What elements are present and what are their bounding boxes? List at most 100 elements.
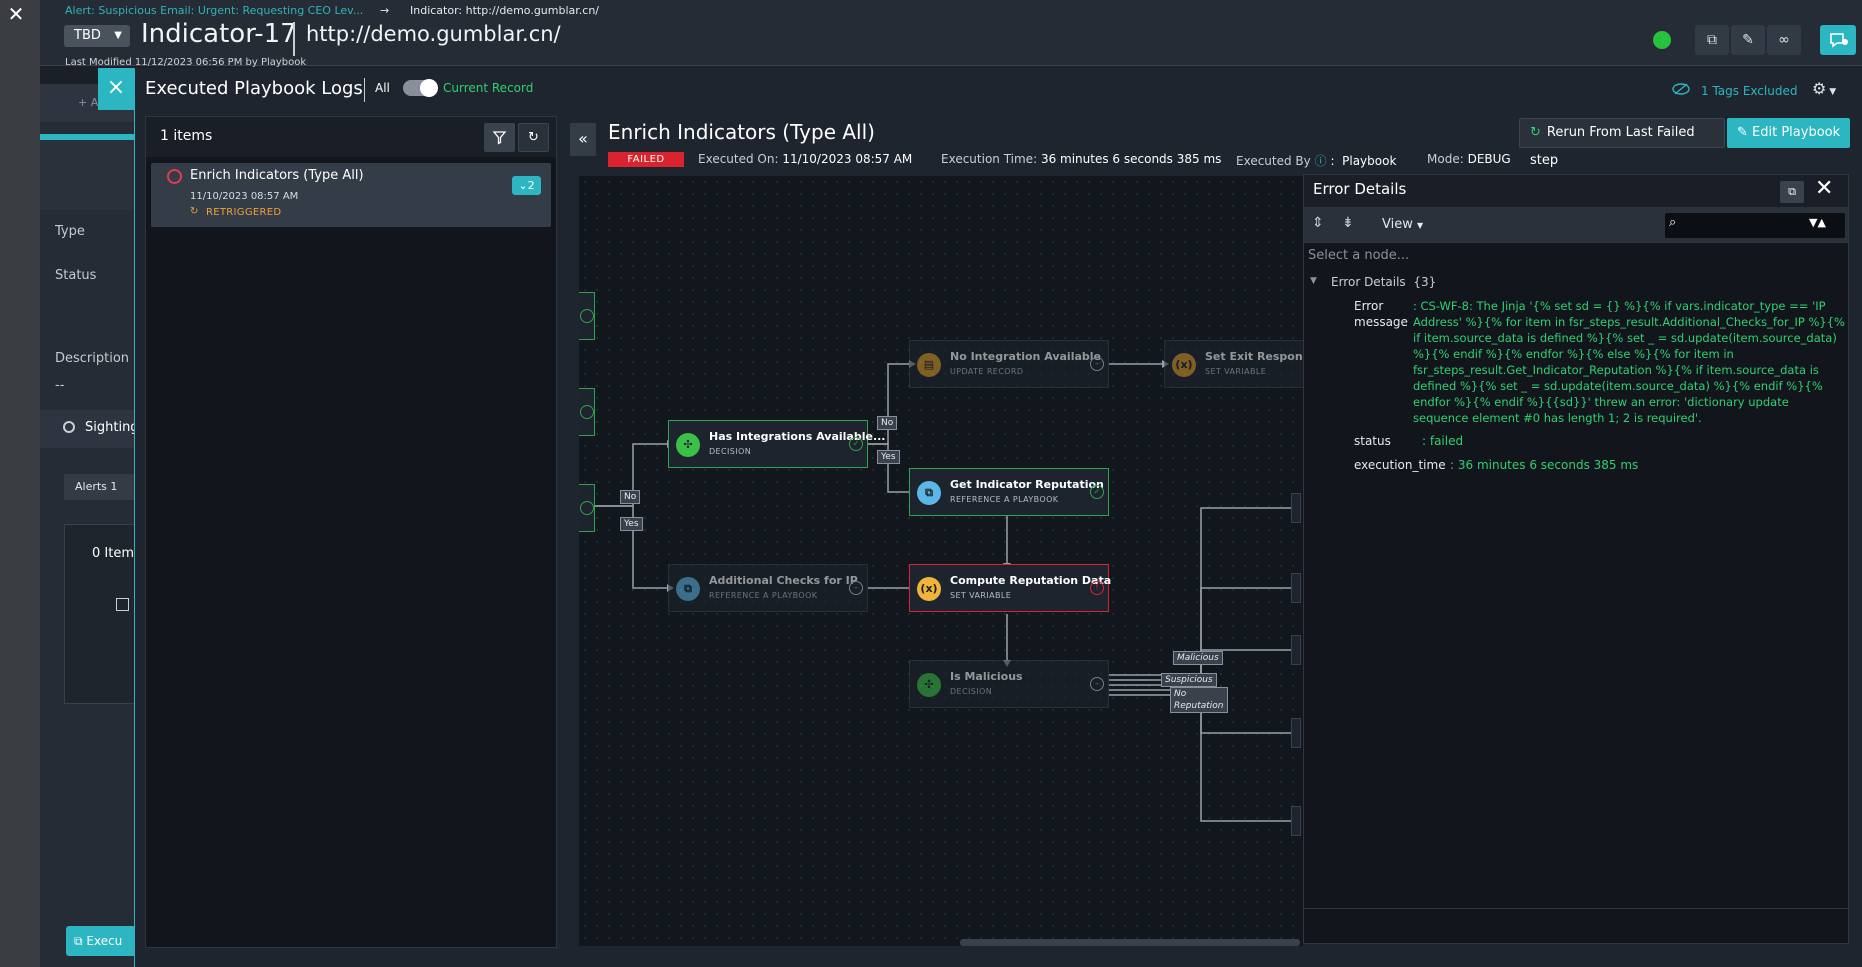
set-variable-icon: (x): [1172, 353, 1196, 377]
node-compute-reputation-data[interactable]: (x) Compute Reputation Data SET VARIABLE…: [909, 564, 1111, 612]
tbd-dropdown[interactable]: TBD▼: [64, 25, 130, 47]
breadcrumb-indicator: Indicator: http://demo.gumblar.cn/: [410, 4, 599, 17]
divider: [293, 22, 295, 56]
expand-all-icon[interactable]: ⇕: [1312, 215, 1324, 231]
execute-button[interactable]: ⧉ Execu: [66, 926, 136, 956]
edge-label-no: No: [620, 490, 641, 504]
filter-button[interactable]: [484, 123, 515, 152]
failed-status-icon: [167, 169, 182, 184]
link-button[interactable]: ∞: [1767, 25, 1801, 55]
type-label: Type: [55, 224, 85, 239]
chat-button[interactable]: [1820, 25, 1856, 55]
playbook-canvas[interactable]: [579, 176, 1303, 946]
reference-playbook-icon: ⧉: [676, 577, 700, 601]
execution-time-label: Execution Time:: [941, 152, 1038, 166]
settings-dropdown[interactable]: ⚙ ▼: [1812, 79, 1836, 98]
edit-button[interactable]: ✎: [1731, 25, 1765, 55]
playbook-tree-button[interactable]: ⧉: [1695, 25, 1729, 55]
edge-label-no: No: [877, 416, 898, 430]
set-variable-icon: (x): [917, 577, 941, 601]
node-stub[interactable]: [1291, 718, 1301, 748]
refresh-button[interactable]: ↻: [518, 123, 549, 152]
eye-slash-icon: [1672, 83, 1690, 98]
collapse-panel-button[interactable]: «: [570, 123, 596, 156]
alerts-count: 1: [110, 480, 118, 493]
log-item-title: Enrich Indicators (Type All): [190, 168, 364, 183]
record-accent-bar: [40, 134, 136, 140]
view-dropdown[interactable]: View ▼: [1382, 217, 1423, 232]
select-node-placeholder: Select a node...: [1308, 248, 1410, 263]
node-title: Set Exit Response: [1205, 350, 1317, 363]
node-type: UPDATE RECORD: [950, 367, 1024, 376]
edge-label-malicious: Malicious: [1173, 651, 1223, 665]
executed-by: Executed By ⓘ : Playbook: [1236, 152, 1396, 169]
node-type: SET VARIABLE: [1205, 367, 1267, 376]
sightings-section[interactable]: [40, 410, 136, 448]
divider: [364, 78, 365, 102]
search-icon: ⌕: [1669, 215, 1677, 230]
select-all-checkbox[interactable]: [116, 598, 129, 611]
status-value: : failed: [1422, 434, 1464, 448]
mode-label: Mode:: [1427, 152, 1464, 166]
node-type: REFERENCE A PLAYBOOK: [709, 591, 818, 600]
error-details-tree-node[interactable]: Error Details {3}: [1331, 275, 1436, 289]
pencil-icon: ✎: [1737, 125, 1753, 140]
node-get-indicator-reputation[interactable]: ⧉ Get Indicator Reputation REFERENCE A P…: [909, 468, 1109, 516]
playbook-title: Enrich Indicators (Type All): [608, 120, 875, 144]
edge-label-suspicious: Suspicious: [1161, 673, 1217, 687]
node-type: DECISION: [709, 447, 752, 456]
failed-icon: !: [1090, 581, 1104, 595]
edit-playbook-button[interactable]: ✎ Edit Playbook: [1727, 118, 1850, 148]
search-input[interactable]: [1665, 213, 1845, 238]
breadcrumb-alert[interactable]: Alert: Suspicious Email: Urgent: Request…: [65, 4, 364, 17]
tree-toggle-icon[interactable]: ▼: [1310, 276, 1317, 286]
log-item-date: 11/10/2023 08:57 AM: [190, 191, 299, 202]
node-has-integrations-available[interactable]: ✣ Has Integrations Available... DECISION…: [668, 420, 885, 468]
status-badge: FAILED: [608, 152, 684, 167]
canvas-horizontal-scrollbar[interactable]: [960, 939, 1300, 946]
node-stub[interactable]: [1291, 806, 1301, 836]
close-icon[interactable]: ✕: [7, 2, 25, 26]
copy-button[interactable]: ⧉: [1780, 181, 1804, 203]
node-stub[interactable]: [1291, 635, 1301, 665]
view-label: View: [1382, 217, 1413, 232]
log-list-item[interactable]: [151, 163, 551, 227]
node-additional-checks-for-ip[interactable]: ⧉ Additional Checks for IP REFERENCE A P…: [668, 564, 868, 612]
link-icon: ∞: [1778, 32, 1790, 48]
node-stub[interactable]: [579, 388, 595, 436]
tags-excluded-link[interactable]: 1 Tags Excluded: [1701, 84, 1798, 98]
skipped-icon: –: [849, 581, 863, 595]
node-stub[interactable]: [1291, 493, 1301, 523]
error-message-key: Error message: [1354, 299, 1408, 329]
node-set-exit-response[interactable]: (x) Set Exit Response SET VARIABLE: [1164, 340, 1317, 388]
executed-on-label: Executed On:: [698, 152, 779, 166]
collapse-all-icon[interactable]: ⇟: [1342, 215, 1354, 231]
double-chevron-left-icon: «: [578, 129, 588, 148]
info-icon[interactable]: ⓘ: [1314, 154, 1327, 168]
modal-close-button[interactable]: ×: [98, 68, 134, 110]
tab-alerts[interactable]: Alerts 1: [64, 474, 136, 500]
retrigger-count-badge[interactable]: ⌄2: [512, 176, 541, 195]
executed-on-value: 11/10/2023 08:57 AM: [782, 152, 913, 166]
executed-by-value: Playbook: [1342, 154, 1397, 168]
add-button[interactable]: + A: [78, 96, 99, 109]
node-no-integration-available[interactable]: ▤ No Integration Available UPDATE RECORD…: [909, 340, 1109, 388]
divider: [1304, 908, 1848, 909]
alerts-tab-label: Alerts: [75, 480, 107, 493]
node-stub[interactable]: [579, 292, 595, 340]
execution-time-key: execution_time: [1354, 458, 1446, 472]
chevron-down-icon: ▼: [114, 30, 122, 41]
node-stub[interactable]: [1291, 573, 1301, 603]
execute-label: Execu: [86, 934, 123, 948]
mode: Mode: DEBUG: [1427, 152, 1511, 166]
success-icon: [580, 501, 594, 515]
chevron-down-icon: ⌄: [518, 179, 528, 192]
node-stub[interactable]: [579, 484, 595, 532]
edit-playbook-label: Edit Playbook: [1752, 125, 1841, 140]
close-icon[interactable]: ✕: [1815, 176, 1834, 201]
rerun-button[interactable]: ↻Rerun From Last Failed step: [1519, 118, 1725, 168]
toggle-knob[interactable]: [420, 79, 438, 97]
node-is-malicious[interactable]: ✣ Is Malicious DECISION –: [909, 660, 1109, 708]
search-nav-arrows-icon[interactable]: ▼▲: [1809, 216, 1826, 229]
filter-icon: [492, 131, 507, 145]
